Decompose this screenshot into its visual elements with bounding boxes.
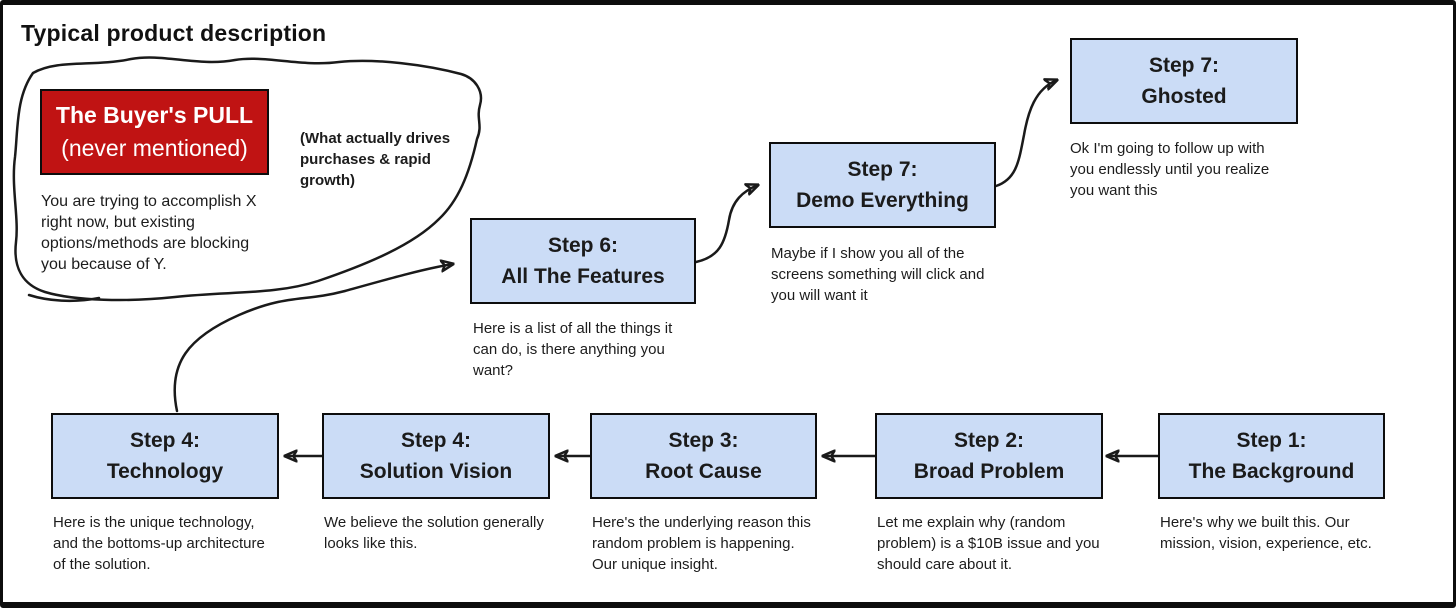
arrow-demo-to-ghosted (994, 80, 1057, 188)
step-title-line1: Step 2: (953, 429, 1024, 452)
buyers-pull-title: The Buyer's PULL (55, 102, 254, 128)
step-box-step-3-root-cause: Step 3: Root Cause (590, 413, 817, 499)
arrow-technology-to-features (173, 264, 453, 413)
buyers-pull-note: (What actually drives purchases & rapid … (300, 130, 451, 189)
step-title-line2: All The Features (501, 265, 665, 288)
step-box-step-4-solution-vision: Step 4: Solution Vision (322, 413, 550, 499)
buyers-pull-box: The Buyer's PULL (never mentioned) (40, 89, 269, 175)
step-box-step-1-background: Step 1: The Background (1158, 413, 1385, 499)
pen-squiggle (27, 293, 101, 303)
step-title-line1: Step 3: (668, 429, 739, 452)
step-desc-step-4-technology: Here is the unique technology, and the b… (53, 514, 265, 573)
step-title-line1: Step 1: (1236, 429, 1307, 452)
step-desc-step-6-all-features: Here is a list of all the things it can … (473, 320, 673, 379)
step-box-step-6-all-features: Step 6: All The Features (470, 218, 696, 304)
step-title-line1: Step 6: (547, 234, 618, 257)
step-box-step-7-ghosted: Step 7: Ghosted (1070, 38, 1298, 124)
page-title: Typical product description (21, 20, 327, 46)
step-desc-step-4-solution-vision: We believe the solution generally looks … (324, 514, 544, 552)
step-title-line1: Step 4: (400, 429, 471, 452)
step-title-line2: The Background (1188, 460, 1355, 483)
step-desc-step-7-demo: Maybe if I show you all of the screens s… (771, 245, 985, 304)
step-desc-step-1-background: Here's why we built this. Our mission, v… (1160, 514, 1372, 552)
step-desc-step-7-ghosted: Ok I'm going to follow up with you endle… (1070, 140, 1270, 199)
step-title-line1: Step 4: (129, 429, 200, 452)
step-box-step-7-demo: Step 7: Demo Everything (769, 142, 996, 228)
step-title-line2: Solution Vision (359, 460, 513, 483)
step-desc-step-2-broad-problem: Let me explain why (random problem) is a… (877, 514, 1100, 573)
step-box-step-4-technology: Step 4: Technology (51, 413, 279, 499)
step-title-line2: Root Cause (645, 460, 762, 483)
buyers-pull-subtitle: (never mentioned) (61, 135, 248, 161)
step-title-line2: Broad Problem (913, 460, 1065, 483)
step-desc-step-3-root-cause: Here's the underlying reason this random… (592, 514, 811, 573)
buyers-pull-outline (12, 56, 483, 302)
step-box-step-2-broad-problem: Step 2: Broad Problem (875, 413, 1103, 499)
arrow-features-to-demo (694, 185, 758, 264)
step-title-line2: Ghosted (1141, 85, 1227, 108)
buyers-pull-description: You are trying to accomplish X right now… (41, 193, 257, 273)
connector-layer (12, 56, 1160, 608)
step-title-line1: Step 7: (847, 158, 918, 181)
step-title-line2: Demo Everything (796, 189, 969, 212)
step-title-line1: Step 7: (1148, 54, 1219, 77)
step-title-line2: Technology (106, 460, 224, 483)
